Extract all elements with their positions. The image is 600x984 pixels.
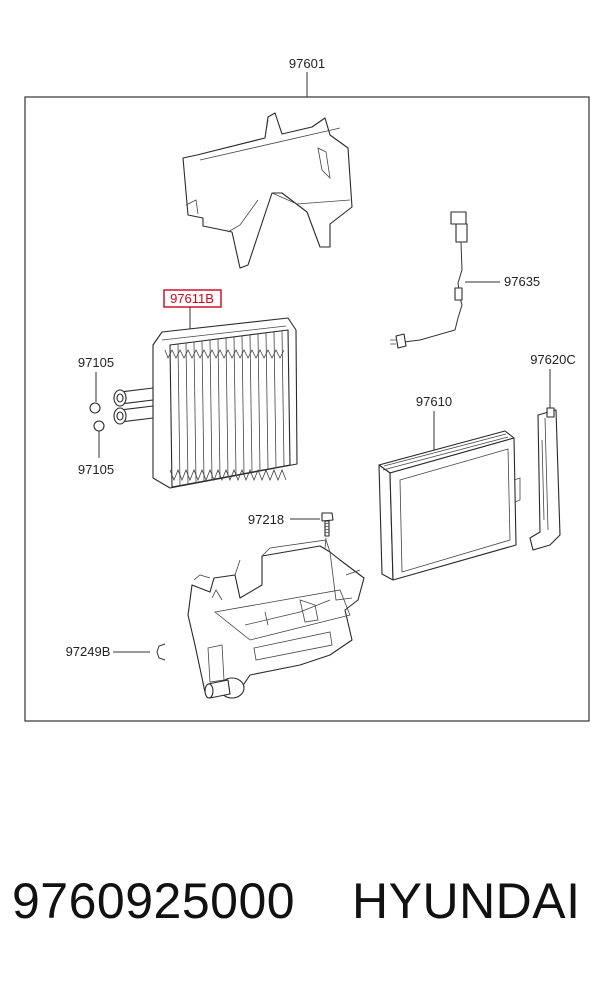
- cabin-air-filter[interactable]: [378, 430, 521, 581]
- side-cover[interactable]: [529, 407, 561, 551]
- highlight-box-97611B: [163, 289, 222, 308]
- label-97105-bottom[interactable]: 97105: [78, 462, 114, 477]
- upper-case-housing[interactable]: [182, 112, 353, 269]
- lower-case-housing[interactable]: [187, 537, 365, 699]
- screw[interactable]: [321, 512, 334, 537]
- o-ring-bottom[interactable]: [93, 420, 105, 432]
- temperature-sensor[interactable]: [390, 211, 468, 349]
- evaporator-core[interactable]: [113, 317, 298, 489]
- o-ring-top[interactable]: [89, 402, 101, 414]
- label-97105-top[interactable]: 97105: [78, 355, 114, 370]
- label-97620C[interactable]: 97620C: [530, 352, 576, 367]
- label-97601[interactable]: 97601: [289, 56, 325, 71]
- label-97611B[interactable]: 97611B: [170, 291, 214, 306]
- part-number: 9760925000: [12, 873, 296, 929]
- parts-diagram: 97601 97635 97611B: [24, 56, 590, 722]
- label-97249B[interactable]: 97249B: [66, 644, 111, 659]
- label-97218[interactable]: 97218: [248, 512, 284, 527]
- label-97635[interactable]: 97635: [504, 274, 540, 289]
- clip[interactable]: [156, 643, 166, 661]
- brand-name: HYUNDAI: [352, 873, 581, 929]
- label-97610[interactable]: 97610: [416, 394, 452, 409]
